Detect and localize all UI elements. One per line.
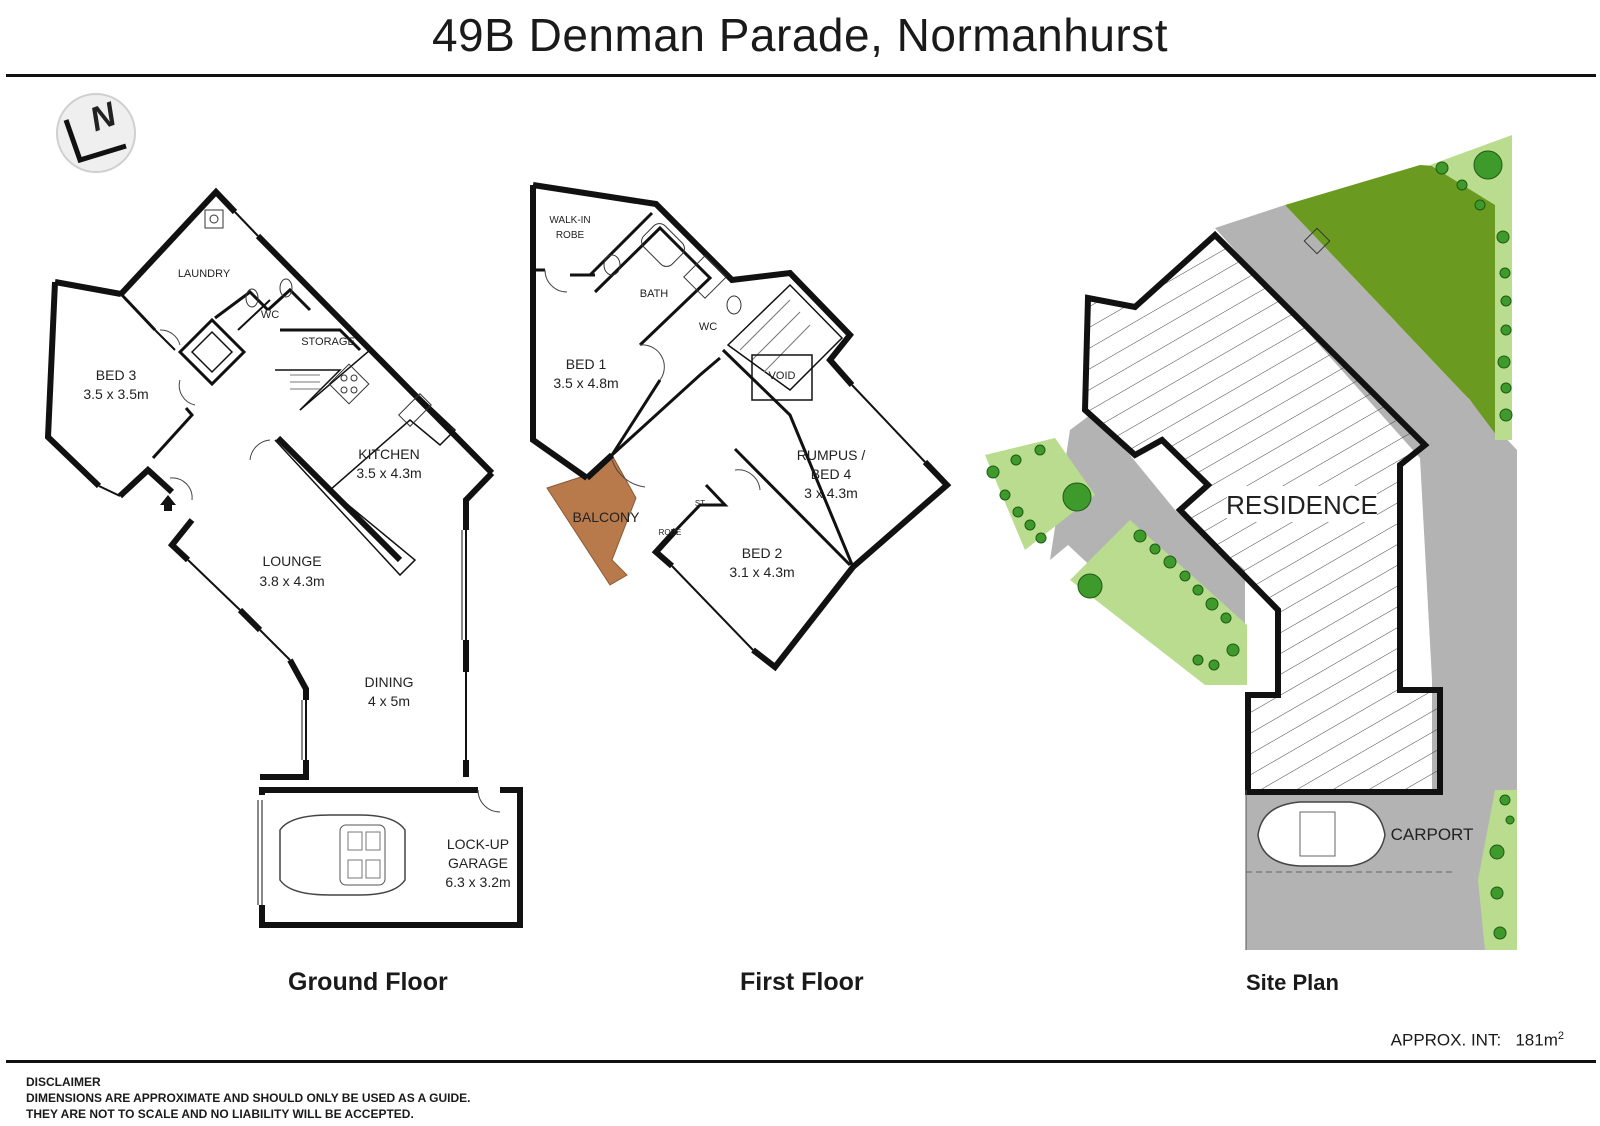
site-label-residence: RESIDENCE — [1226, 490, 1378, 520]
room-label-walkin-1: WALK-IN — [549, 215, 590, 226]
approx-label: APPROX. INT: — [1390, 1030, 1502, 1050]
room-label-wc: WC — [261, 309, 279, 321]
room-size-bed3: 3.5 x 3.5m — [83, 386, 148, 402]
approx-unit-sup: 2 — [1557, 1030, 1564, 1042]
title-divider — [6, 74, 1596, 77]
approx-value: 181m — [1515, 1030, 1558, 1050]
room-label-rumpus-1: RUMPUS / — [797, 447, 866, 463]
disclaimer-heading: DISCLAIMER — [26, 1075, 101, 1089]
room-label-robe: ROBE — [659, 528, 682, 537]
shrub-icons — [986, 150, 1515, 940]
room-label-garage-1: LOCK-UP — [447, 836, 509, 852]
site-plan: RESIDENCE CARPORT — [985, 135, 1517, 950]
room-label-rumpus-2: BED 4 — [811, 466, 852, 482]
north-arrow-icon: N — [56, 93, 136, 173]
caption-site-plan: Site Plan — [1246, 970, 1339, 995]
room-label-laundry: LAUNDRY — [178, 268, 231, 280]
room-size-kitchen: 3.5 x 4.3m — [356, 465, 421, 481]
room-label-bed2: BED 2 — [742, 545, 783, 561]
room-label-storage: STORAGE — [301, 336, 355, 348]
room-label-garage-2: GARAGE — [448, 855, 508, 871]
room-label-bath: BATH — [640, 288, 669, 300]
room-size-lounge: 3.8 x 4.3m — [259, 573, 324, 589]
room-label-wc-first: WC — [699, 321, 717, 333]
room-size-dining: 4 x 5m — [368, 693, 410, 709]
ground-floor-plan: LAUNDRY WC STORAGE BED 3 3.5 x 3.5m KITC… — [44, 187, 523, 928]
first-floor-plan: WALK-IN ROBE BATH WC VOID BED 1 3.5 x 4.… — [530, 182, 952, 672]
car-icon — [279, 814, 406, 896]
room-label-balcony: BALCONY — [573, 509, 641, 525]
room-size-rumpus: 3 x 4.3m — [804, 485, 858, 501]
room-size-bed1: 3.5 x 4.8m — [553, 375, 618, 391]
site-label-carport: CARPORT — [1391, 825, 1474, 844]
room-label-walkin-2: ROBE — [556, 230, 585, 241]
car-icon — [1257, 801, 1386, 867]
caption-first-floor: First Floor — [740, 968, 864, 996]
disclaimer: DISCLAIMER DIMENSIONS ARE APPROXIMATE AN… — [26, 1074, 471, 1122]
footer-divider — [6, 1060, 1596, 1063]
disclaimer-line1: DIMENSIONS ARE APPROXIMATE AND SHOULD ON… — [26, 1091, 471, 1105]
room-label-kitchen: KITCHEN — [358, 446, 419, 462]
disclaimer-line2: THEY ARE NOT TO SCALE AND NO LIABILITY W… — [26, 1107, 414, 1121]
caption-ground-floor: Ground Floor — [288, 968, 448, 996]
room-label-st: ST — [695, 499, 705, 508]
page-title: 49B Denman Parade, Normanhurst — [431, 9, 1169, 61]
room-label-lounge: LOUNGE — [262, 553, 321, 569]
room-size-bed2: 3.1 x 4.3m — [729, 564, 794, 580]
room-label-bed1: BED 1 — [566, 356, 607, 372]
approx-interior-area: APPROX. INT: 181m2 — [1391, 1030, 1564, 1051]
room-label-dining: DINING — [365, 674, 414, 690]
room-label-void: VOID — [769, 370, 796, 382]
room-size-garage: 6.3 x 3.2m — [445, 874, 510, 890]
room-label-bed3: BED 3 — [96, 367, 137, 383]
